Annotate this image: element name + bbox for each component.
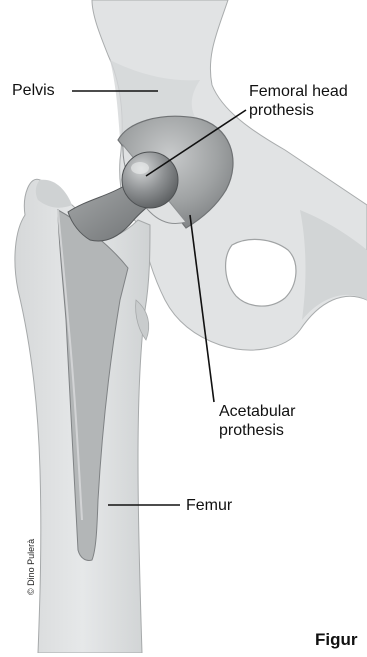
acetabular-label-line1: Acetabular — [219, 402, 296, 421]
obturator-foramen — [226, 239, 296, 306]
acetabular-label-line2: prothesis — [219, 421, 296, 440]
femoral-head-label-line2: prothesis — [249, 101, 348, 120]
femoral-head-label-line1: Femoral head — [249, 82, 348, 101]
illustrator-credit: © Dino Pulerà — [26, 539, 36, 595]
femur-label: Femur — [186, 496, 232, 515]
pelvis-label: Pelvis — [12, 81, 55, 100]
figure-caption: Figur — [315, 630, 358, 649]
femoral-head-label: Femoral head prothesis — [249, 82, 348, 120]
acetabular-label: Acetabular prothesis — [219, 402, 296, 440]
